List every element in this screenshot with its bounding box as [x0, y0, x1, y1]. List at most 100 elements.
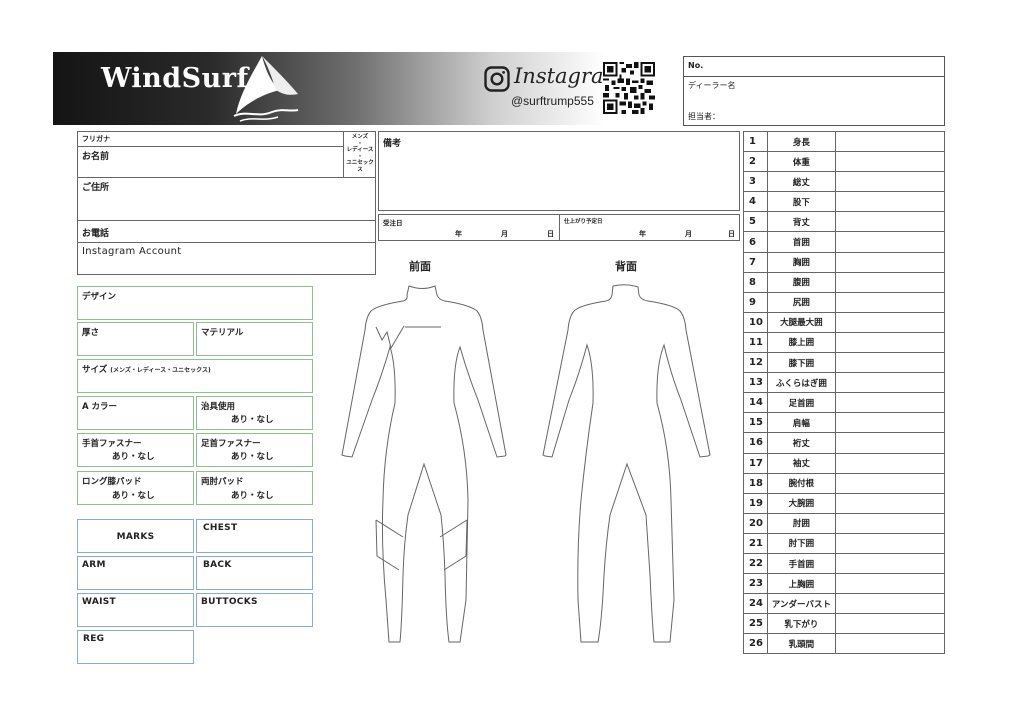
measurement-value-field[interactable] [834, 552, 946, 575]
order-number-field[interactable]: No. [684, 57, 944, 77]
long-knee-pad-label: ロング膝パッド [82, 477, 142, 487]
gender-select[interactable]: メンズ ・ レディース ・ ユニセックス [344, 132, 376, 177]
measurement-number: 15 [743, 412, 768, 434]
measurement-value-field[interactable] [834, 532, 946, 554]
measurement-number: 2 [743, 151, 768, 173]
furigana-field[interactable]: フリガナ [78, 132, 344, 147]
measurement-item-label: 腹囲 [766, 271, 836, 293]
jig-yes-no-toggle[interactable]: あり・なし [231, 415, 274, 425]
measurement-value-field[interactable] [834, 452, 946, 474]
measurement-number: 18 [743, 472, 768, 494]
measurement-item-label: 股下 [766, 191, 836, 213]
furigana-label: フリガナ [82, 135, 110, 143]
measurement-value-field[interactable] [834, 573, 946, 595]
elbow-pad-option[interactable]: 両肘パッド あり・なし [196, 471, 313, 505]
measurement-value-field[interactable] [834, 352, 946, 374]
chest-mark-field[interactable]: CHEST [196, 519, 313, 553]
measurement-number: 25 [743, 613, 768, 635]
measurement-value-field[interactable] [834, 633, 946, 655]
dealer-name-field[interactable]: ディーラー名 [684, 77, 944, 94]
measurement-item-label: 身長 [766, 130, 836, 153]
address-label: ご住所 [82, 183, 110, 193]
gender-separator: ・ [357, 153, 363, 160]
measurement-value-field[interactable] [834, 151, 946, 173]
thickness-field[interactable]: 厚さ [77, 322, 194, 356]
measurement-value-field[interactable] [834, 472, 946, 494]
measurement-value-field[interactable] [834, 291, 946, 313]
gender-option-mens[interactable]: メンズ [351, 134, 369, 140]
design-field[interactable]: デザイン [77, 286, 313, 320]
a-color-field[interactable]: A カラー [77, 396, 194, 430]
order-number-label: No. [688, 61, 704, 70]
measurement-item-label: 乳下がり [766, 613, 836, 635]
measurement-number: 8 [743, 271, 768, 293]
measurement-value-field[interactable] [834, 512, 946, 534]
a-color-label: A カラー [82, 402, 118, 412]
gender-option-unisex[interactable]: ユニセックス [346, 160, 374, 173]
arm-mark-field[interactable]: ARM [77, 556, 194, 590]
measurement-value-field[interactable] [834, 432, 946, 454]
measurement-number: 12 [743, 352, 768, 374]
jig-option[interactable]: 治具使用 あり・なし [196, 396, 313, 430]
phone-field[interactable]: お電話 [78, 220, 376, 242]
measurement-value-field[interactable] [834, 331, 946, 354]
measurement-value-field[interactable] [834, 593, 946, 615]
gender-option-ladies[interactable]: レディース [346, 147, 374, 154]
measurement-number: 24 [743, 593, 768, 615]
ankle-zipper-option[interactable]: 足首ファスナー あり・なし [196, 433, 313, 467]
measurement-value-field[interactable] [834, 412, 946, 434]
elbow-pad-yes-no-toggle[interactable]: あり・なし [231, 491, 274, 501]
size-label: サイズ [82, 365, 108, 375]
measurement-value-field[interactable] [834, 271, 946, 293]
instagram-account-field[interactable]: Instagram Account [78, 242, 376, 275]
measurement-item-label: 尻囲 [766, 291, 836, 313]
ankle-zipper-yes-no-toggle[interactable]: あり・なし [231, 452, 274, 462]
reg-mark-field[interactable]: REG [77, 630, 194, 664]
measurement-item-label: ふくらはぎ囲 [766, 372, 836, 394]
wrist-zipper-yes-no-toggle[interactable]: あり・なし [112, 452, 155, 462]
buttocks-mark-field[interactable]: BUTTOCKS [196, 593, 313, 627]
measurement-value-field[interactable] [834, 231, 946, 253]
instagram-icon [484, 66, 510, 92]
dates-block: 受注日 年 月 日 仕上がり予定日 年 月 日 [378, 214, 740, 241]
measurement-item-label: 腕付根 [766, 472, 836, 494]
measurement-item-label: 肘下囲 [766, 532, 836, 554]
waist-mark-field[interactable]: WAIST [77, 593, 194, 627]
remarks-field[interactable]: 備考 [378, 131, 740, 211]
long-knee-pad-yes-no-toggle[interactable]: あり・なし [112, 491, 155, 501]
qr-code-icon[interactable] [603, 62, 655, 114]
finish-date-field[interactable]: 仕上がり予定日 年 月 日 [560, 215, 740, 240]
reg-mark-label: REG [83, 634, 105, 644]
measurement-value-field[interactable] [834, 211, 946, 233]
measurement-number: 1 [743, 130, 768, 153]
marks-title-box: MARKS [77, 519, 194, 553]
measurement-value-field[interactable] [834, 492, 946, 514]
name-label: お名前 [82, 152, 110, 162]
measurement-value-field[interactable] [834, 171, 946, 193]
measurement-value-field[interactable] [834, 613, 946, 635]
elbow-pad-label: 両肘パッド [201, 477, 244, 487]
measurement-item-label: 大腕囲 [766, 492, 836, 514]
measurement-value-field[interactable] [834, 251, 946, 273]
measurement-value-field[interactable] [834, 372, 946, 394]
measurement-item-label: 大腿最大囲 [766, 311, 836, 333]
material-field[interactable]: マテリアル [196, 322, 313, 356]
measurement-value-field[interactable] [834, 392, 946, 414]
address-field[interactable]: ご住所 [78, 177, 376, 220]
name-field[interactable]: お名前 [78, 147, 344, 177]
wrist-zipper-option[interactable]: 手首ファスナー あり・なし [77, 433, 194, 467]
size-field[interactable]: サイズ(メンズ・レディース・ユニセックス) [77, 359, 313, 393]
long-knee-pad-option[interactable]: ロング膝パッド あり・なし [77, 471, 194, 505]
order-date-field[interactable]: 受注日 年 月 日 [379, 215, 560, 240]
measurement-value-field[interactable] [834, 130, 946, 153]
measurement-value-field[interactable] [834, 311, 946, 333]
back-mark-field[interactable]: BACK [196, 556, 313, 590]
dealer-name-label: ディーラー名 [688, 81, 736, 90]
material-label: マテリアル [201, 328, 244, 338]
measurement-item-label: 肩幅 [766, 412, 836, 434]
measurement-value-field[interactable] [834, 191, 946, 213]
